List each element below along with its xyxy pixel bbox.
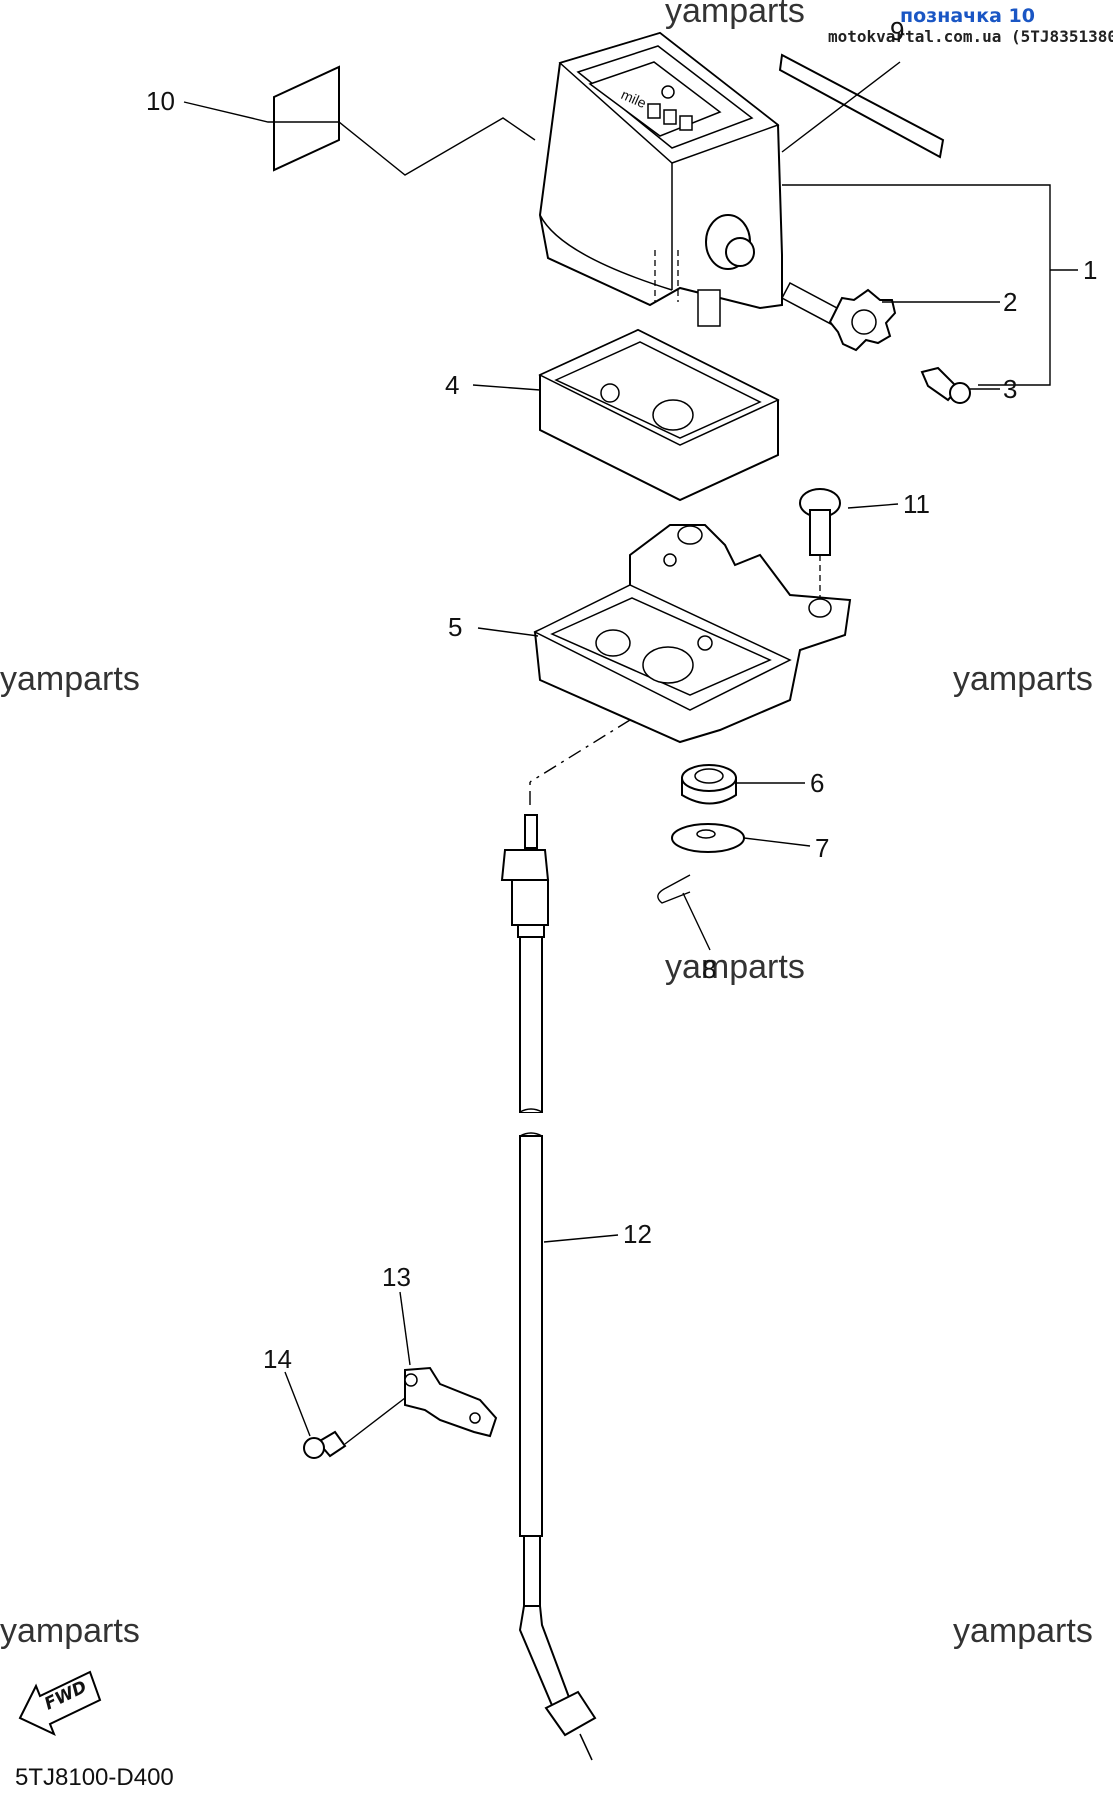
part-1-meter-assembly: mile bbox=[538, 31, 783, 327]
watermark-mid-left: yamparts bbox=[0, 660, 140, 698]
callout-13: 13 bbox=[382, 1262, 411, 1292]
watermark-mid-right: yamparts bbox=[953, 660, 1093, 698]
watermark-bottom-right: yamparts bbox=[953, 1612, 1093, 1650]
callout-3: 3 bbox=[1003, 374, 1017, 404]
part-9-strip bbox=[778, 53, 945, 159]
part-12-cable bbox=[500, 782, 597, 1761]
fwd-arrow-icon: FWD bbox=[18, 1670, 102, 1736]
callout-5: 5 bbox=[448, 612, 462, 642]
part-13-clamp bbox=[404, 1366, 498, 1438]
header-title: позначка 10 bbox=[900, 5, 1035, 27]
callout-14: 14 bbox=[263, 1344, 292, 1374]
callout-6: 6 bbox=[810, 768, 824, 798]
diagram-code: 5TJ8100-D400 bbox=[15, 1764, 174, 1791]
callout-2: 2 bbox=[1003, 287, 1017, 317]
part-2-drive-gear bbox=[781, 281, 897, 352]
callout-4: 4 bbox=[445, 370, 459, 400]
part-14-screw bbox=[303, 1430, 347, 1459]
part-6-grommet bbox=[681, 764, 737, 805]
part-8-clip bbox=[657, 874, 691, 904]
callout-8: 8 bbox=[702, 954, 716, 984]
callout-9: 9 bbox=[890, 16, 904, 46]
callout-1: 1 bbox=[1083, 255, 1097, 285]
part-4-damper bbox=[538, 328, 780, 502]
leader-lines bbox=[183, 61, 1078, 1445]
header-source: motokvartal.com.ua (5TJ835138000) bbox=[828, 27, 1113, 46]
part-7-washer bbox=[671, 823, 745, 853]
part-11-bolt bbox=[799, 488, 841, 600]
callout-7: 7 bbox=[815, 833, 829, 863]
watermark-top: yamparts bbox=[665, 0, 805, 30]
part-5-bracket bbox=[533, 524, 852, 744]
callout-12: 12 bbox=[623, 1219, 652, 1249]
watermark-bottom-left: yamparts bbox=[0, 1612, 140, 1650]
part-3-screw bbox=[920, 366, 971, 404]
callout-labels: 1 2 3 4 5 6 7 8 9 10 11 12 13 14 bbox=[146, 16, 1097, 1374]
callout-11: 11 bbox=[903, 489, 930, 519]
part-10-panel bbox=[273, 65, 340, 172]
callout-10: 10 bbox=[146, 86, 175, 116]
watermark-center: yamparts bbox=[665, 948, 805, 986]
